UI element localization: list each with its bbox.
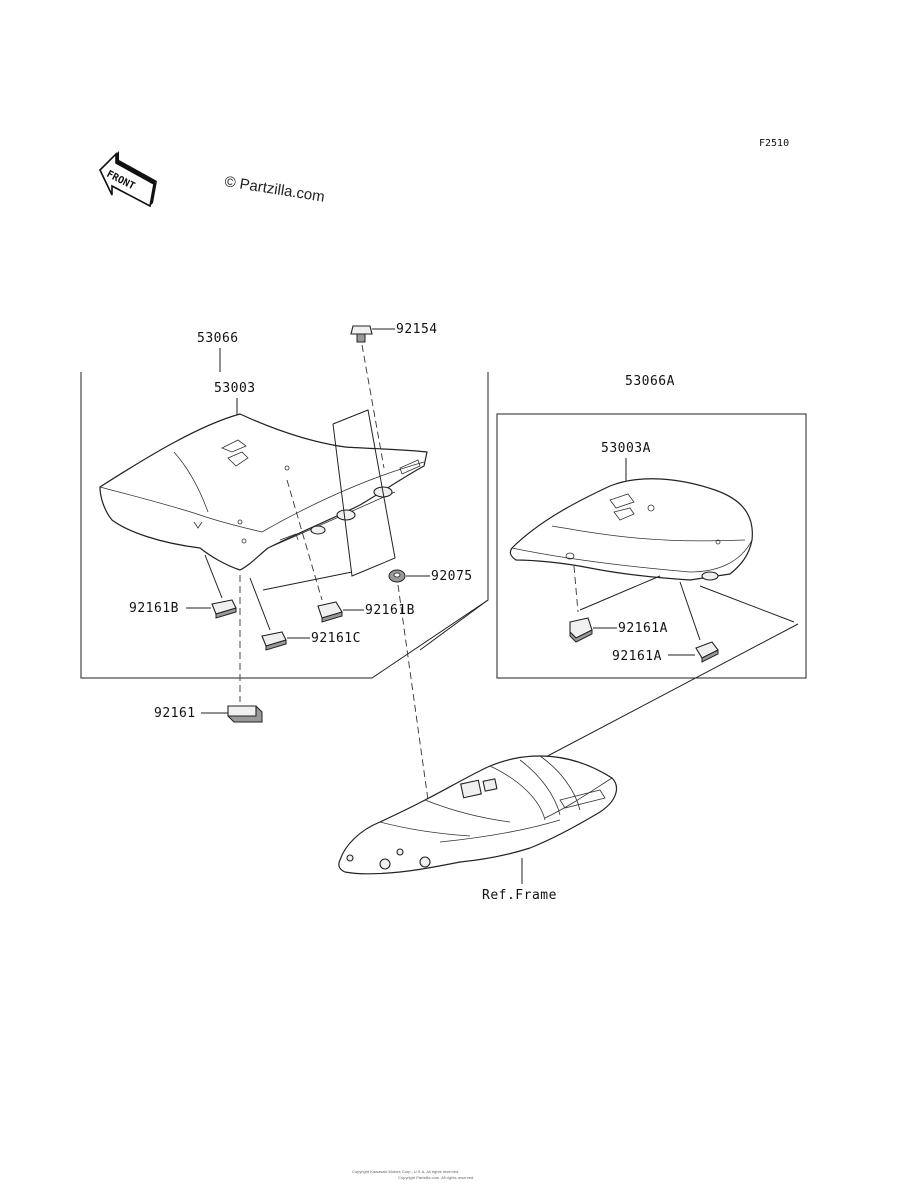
figure-code: F2510	[759, 138, 789, 149]
watermark: © Partzilla.com	[223, 173, 325, 206]
label-92161B-left: 92161B	[129, 601, 179, 616]
group-outline-53066	[80, 372, 489, 679]
label-53066A: 53066A	[625, 374, 675, 389]
seat-53003	[99, 413, 428, 571]
bolt-92154	[350, 325, 373, 343]
label-92161A-upper: 92161A	[618, 621, 668, 636]
label-ref-frame: Ref.Frame	[482, 888, 557, 903]
damper-92161A-upper	[569, 617, 593, 643]
label-92161A-lower: 92161A	[612, 649, 662, 664]
seat-53003A	[509, 478, 753, 581]
label-92161C: 92161C	[311, 631, 361, 646]
footer-line1: Copyright Kawasaki Motors Corp., U.S.A. …	[352, 1169, 459, 1174]
label-92161: 92161	[154, 706, 196, 721]
label-53003: 53003	[214, 381, 256, 396]
damper-92161B-left	[211, 599, 237, 619]
label-92075: 92075	[431, 569, 473, 584]
frame-reference	[338, 755, 618, 875]
label-53066: 53066	[197, 331, 239, 346]
damper-92161B-right	[317, 601, 343, 623]
nut-92075	[388, 569, 406, 583]
label-53003A: 53003A	[601, 441, 651, 456]
label-92161B-right: 92161B	[365, 603, 415, 618]
front-arrow-icon: FRONT	[99, 151, 157, 208]
damper-92161A-lower	[695, 641, 719, 663]
label-92154: 92154	[396, 322, 438, 337]
group-outline-53066A	[496, 413, 807, 679]
damper-92161C	[261, 631, 287, 651]
damper-92161	[227, 705, 263, 723]
footer-line2: Copyright Partzilla.com. All rights rese…	[398, 1175, 474, 1180]
